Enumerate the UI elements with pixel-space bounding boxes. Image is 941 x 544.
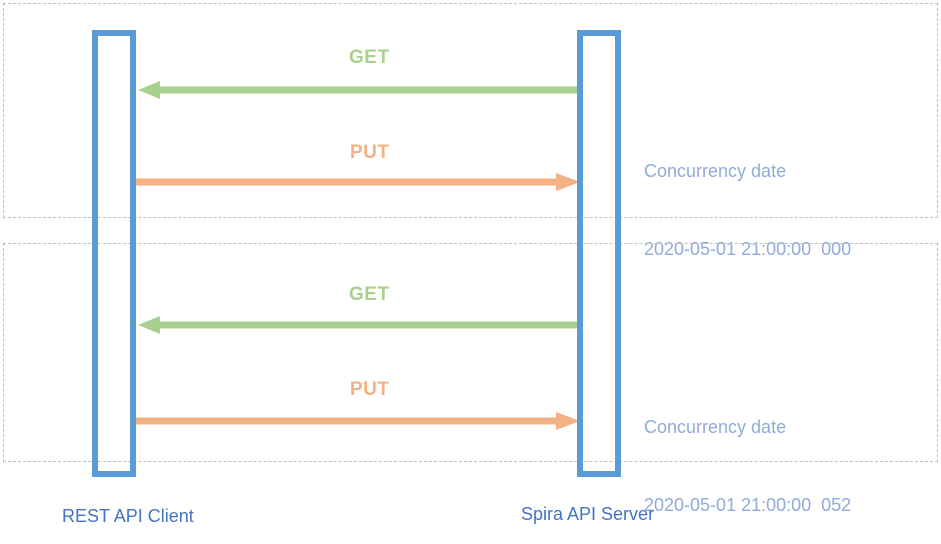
annotation-title-2: Concurrency date — [644, 417, 787, 437]
message-arrow-get-2 — [130, 314, 582, 336]
message-label-put-2: PUT — [350, 379, 390, 400]
message-label-put-1: PUT — [350, 142, 390, 163]
interaction-frame-2 — [3, 243, 938, 462]
lifeline-rest-api-client — [92, 30, 136, 477]
lifeline-spira-api-server-foot — [577, 471, 621, 477]
annotation-value-1: 2020-05-01 21:00:00 000 — [644, 239, 852, 259]
interaction-frame-1 — [3, 3, 938, 218]
message-arrow-put-1 — [132, 171, 584, 193]
message-arrow-get-1 — [130, 79, 582, 101]
annotation-concurrency-date-1: Concurrency date 2020-05-01 21:00:00 000 — [644, 106, 851, 314]
annotation-concurrency-date-2: Concurrency date 2020-05-01 21:00:00 052 — [644, 362, 851, 544]
participant-label-rest-api-client: REST API Client — [62, 506, 194, 526]
message-label-get-2: GET — [349, 284, 390, 305]
participant-label-spira-api-server: Spira API Server — [521, 504, 655, 524]
message-arrow-put-2 — [132, 410, 584, 432]
message-label-get-1: GET — [349, 47, 390, 68]
annotation-value-2: 2020-05-01 21:00:00 052 — [644, 495, 852, 515]
lifeline-spira-api-server — [577, 30, 621, 477]
annotation-title-1: Concurrency date — [644, 161, 787, 181]
lifeline-rest-api-client-foot — [92, 471, 136, 477]
